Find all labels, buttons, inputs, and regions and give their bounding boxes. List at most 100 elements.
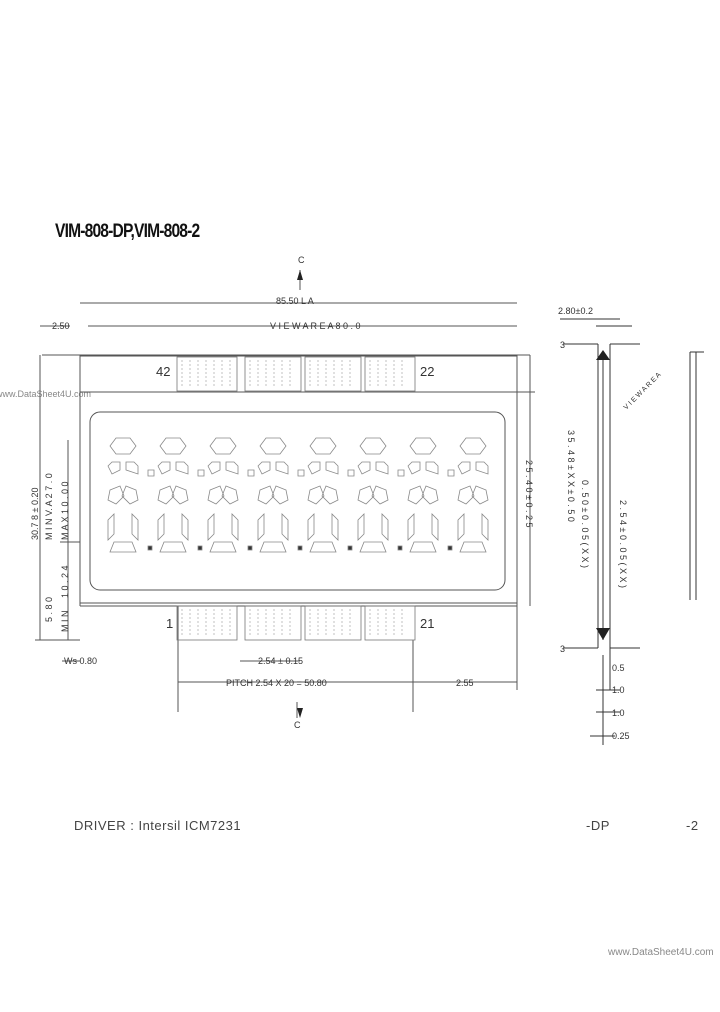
model-code-2: -2 [686, 818, 699, 833]
digit-segment [409, 437, 437, 455]
digit-segment [131, 513, 139, 541]
digit-segment [259, 541, 287, 553]
digit-segment [347, 469, 355, 477]
digit-segment [331, 513, 339, 541]
digit-segment [397, 469, 405, 477]
digit-segment [447, 469, 455, 477]
display-digit [397, 437, 439, 553]
digit-segment [481, 513, 489, 541]
pin-label-bottom-left: 1 [166, 616, 174, 631]
pitch-dimension: PITCH 2.54 X 20 = 50.80 [226, 678, 327, 688]
overall-width-dimension: 85.50 L A [276, 296, 314, 306]
dimension-ws: Ws 0.80 [64, 656, 98, 666]
decimal-point [297, 545, 303, 551]
digit-segment [475, 461, 489, 475]
decimal-point [397, 545, 403, 551]
digit-segment [459, 437, 487, 455]
digit-segment [257, 461, 271, 475]
digit-segment [225, 461, 239, 475]
pin-label-top-left: 42 [156, 364, 171, 379]
digit-segment [457, 513, 465, 541]
digit-segment [359, 541, 387, 553]
digit-segment [247, 469, 255, 477]
digit-segment [307, 461, 321, 475]
digit-segment [357, 485, 375, 505]
digit-segment [175, 461, 189, 475]
right-height-dimension: 2 5 . 4 0 ± 0 . 2 5 [524, 460, 534, 528]
digit-segment [207, 485, 225, 505]
digit-segment [275, 461, 289, 475]
digit-segment [297, 469, 305, 477]
side-vertical-dimension-a: 3 5 . 4 8 ± X X ± 0 . 5 0 [566, 430, 576, 522]
drawing-title: VIM-808-DP,VIM-808-2 [55, 221, 200, 242]
digit-segment [321, 485, 339, 505]
digit-segment [371, 485, 389, 505]
digit-segment [209, 541, 237, 553]
digit-segment [309, 437, 337, 455]
digit-segment [357, 461, 371, 475]
digit-segment [259, 437, 287, 455]
display-digit [447, 437, 489, 553]
side-marker-top: 3 [560, 340, 566, 350]
side-vertical-dimension-c: 2 . 5 4 ± 0 . 0 5 ( X X ) [618, 500, 628, 588]
end-dimension: 2.55 [456, 678, 474, 688]
height-dimension-left: 30.7 8 ± 0.20 [30, 487, 40, 540]
section-marker-top: C [298, 255, 305, 265]
digit-segment [207, 461, 221, 475]
display-digit [147, 437, 189, 553]
digit-segment [107, 513, 115, 541]
side-dimension-3: 1.0 [612, 708, 625, 718]
decimal-point [147, 545, 153, 551]
digit-segment [125, 461, 139, 475]
digit-segment [421, 485, 439, 505]
display-digit [297, 437, 339, 553]
digit-segment [121, 485, 139, 505]
decimal-point [347, 545, 353, 551]
digit-segment [231, 513, 239, 541]
digit-segment [309, 541, 337, 553]
watermark-bottom: www.DataSheet4U.com [608, 947, 714, 958]
digit-segment [325, 461, 339, 475]
decimal-point [447, 545, 453, 551]
digit-segment [357, 513, 365, 541]
digit-segment [407, 485, 425, 505]
side-vertical-dimension-b: 0 . 5 0 ± 0 . 0 5 ( X X ) [580, 480, 590, 568]
digit-segment [157, 461, 171, 475]
max-height-dimension: M A X 1 0 . 0 0 [60, 481, 70, 540]
digit-segment [221, 485, 239, 505]
model-code-dp: -DP [586, 818, 610, 833]
digit-segment [407, 513, 415, 541]
digit-segment [257, 485, 275, 505]
display-digit [347, 437, 389, 553]
display-digit [197, 437, 239, 553]
display-digit [247, 437, 289, 553]
digit-segment [209, 437, 237, 455]
view-height-dimension: M I N V. A 2 7 . 0 [44, 473, 54, 540]
driver-note: DRIVER : Intersil ICM7231 [74, 818, 242, 833]
side-dimension-1: 0.5 [612, 663, 625, 673]
digit-segment [157, 485, 175, 505]
watermark-left: www.DataSheet4U.com [0, 389, 92, 399]
display-digit [107, 437, 139, 553]
side-dimension-4: 0.25 [612, 731, 630, 741]
side-top-dimension: 2.80±0.2 [558, 306, 593, 316]
dimension-a: 1 0 . 2 4 [60, 565, 70, 598]
digit-segment [207, 513, 215, 541]
digit-segment [307, 485, 325, 505]
pitch-tolerance-dimension: 2.54 ± 0.15 [258, 656, 303, 666]
section-marker-bottom: C [294, 720, 301, 730]
digit-segment [197, 469, 205, 477]
digit-segment [307, 513, 315, 541]
digit-segment [381, 513, 389, 541]
dimension-b: 5 . 8 0 [44, 596, 54, 622]
digit-segment [107, 485, 125, 505]
digit-segment [171, 485, 189, 505]
digit-segment [425, 461, 439, 475]
digit-segment [281, 513, 289, 541]
digit-segment [359, 437, 387, 455]
digit-segment [457, 461, 471, 475]
digit-segment [109, 541, 137, 553]
digit-segment [459, 541, 487, 553]
digit-segment [181, 513, 189, 541]
